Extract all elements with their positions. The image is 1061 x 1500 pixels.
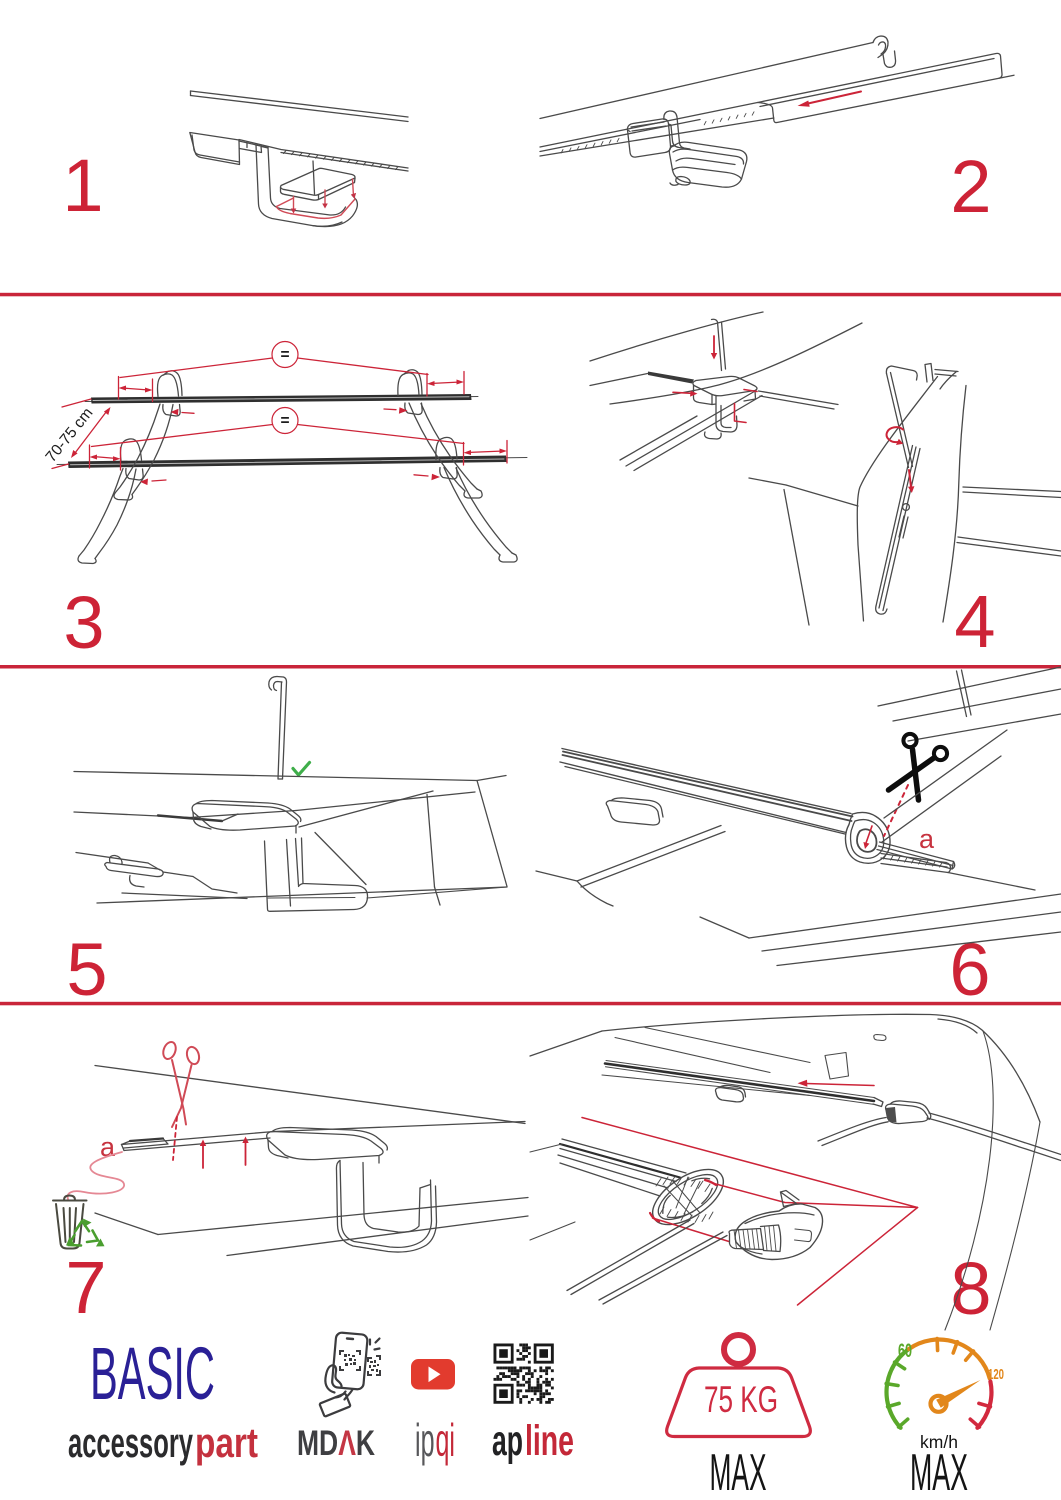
svg-text:2: 2 (950, 145, 991, 228)
svg-text:MAX: MAX (910, 1444, 968, 1500)
svg-text:60: 60 (898, 1341, 912, 1362)
svg-text:6: 6 (949, 928, 990, 1011)
svg-text:BASIC: BASIC (90, 1332, 215, 1415)
svg-text:=: = (280, 413, 289, 430)
svg-text:75 KG: 75 KG (704, 1379, 778, 1420)
svg-text:ap: ap (492, 1417, 523, 1465)
svg-text:part: part (195, 1419, 258, 1466)
svg-text:line: line (525, 1417, 574, 1465)
svg-text:qi: qi (436, 1414, 456, 1466)
svg-text:accessory: accessory (68, 1419, 193, 1466)
svg-text:a: a (919, 824, 935, 854)
svg-text:km/h: km/h (920, 1432, 958, 1452)
svg-text:8: 8 (950, 1247, 991, 1330)
svg-text:=: = (280, 347, 289, 364)
svg-text:3: 3 (63, 581, 104, 664)
svg-text:120: 120 (988, 1366, 1004, 1383)
svg-text:1: 1 (62, 144, 103, 227)
svg-text:5: 5 (66, 928, 107, 1011)
svg-text:7: 7 (65, 1246, 106, 1329)
svg-text:4: 4 (954, 580, 995, 663)
svg-text:MAX: MAX (710, 1444, 767, 1500)
svg-text:ip: ip (415, 1414, 435, 1466)
svg-text:MDΛK: MDΛK (297, 1424, 375, 1463)
